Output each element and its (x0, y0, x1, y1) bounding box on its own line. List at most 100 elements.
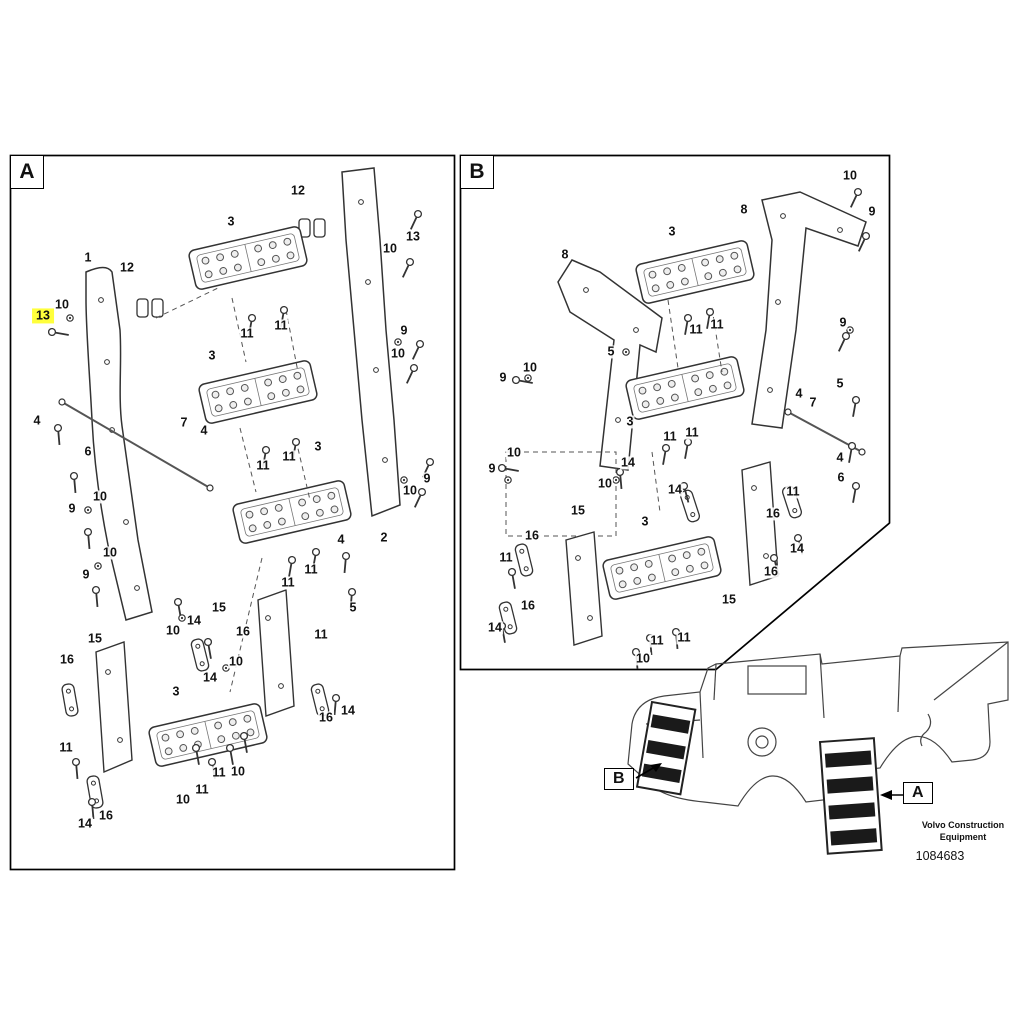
callout-a-11: 11 (273, 318, 289, 333)
machine-label-a: A (903, 782, 933, 804)
callout-a-7: 7 (179, 415, 189, 430)
brand-text: Volvo Construction Equipment (913, 820, 1013, 843)
panel-a-drawing (9, 154, 456, 871)
callout-b-8: 8 (560, 247, 570, 262)
callout-b-11: 11 (649, 633, 665, 648)
callout-b-3: 3 (667, 224, 677, 239)
callout-b-15: 15 (721, 592, 737, 607)
callout-a-14: 14 (340, 703, 356, 718)
callout-a-14: 14 (186, 613, 202, 628)
callout-b-6: 6 (836, 470, 846, 485)
callout-b-14: 14 (620, 455, 636, 470)
callout-b-15: 15 (570, 503, 586, 518)
callout-a-14: 14 (77, 816, 93, 831)
callout-a-10: 10 (165, 623, 181, 638)
callout-a-10: 10 (228, 654, 244, 669)
panel-b-drawing (459, 154, 891, 671)
callout-a-15: 15 (87, 631, 103, 646)
callout-a-10: 10 (382, 241, 398, 256)
callout-b-9: 9 (487, 461, 497, 476)
callout-a-11: 11 (194, 782, 210, 797)
callout-a-3: 3 (207, 348, 217, 363)
brand-line-2: Equipment (939, 831, 987, 842)
callout-b-11: 11 (709, 317, 725, 332)
callout-a-11: 11 (255, 458, 271, 473)
panel-a-corner-label: A (10, 155, 44, 189)
machine-ladder-a (818, 737, 883, 855)
callout-a-3: 3 (226, 214, 236, 229)
callout-b-5: 5 (835, 376, 845, 391)
callout-a-9: 9 (81, 567, 91, 582)
callout-a-11: 11 (58, 740, 74, 755)
callout-a-14: 14 (202, 670, 218, 685)
callout-b-16: 16 (765, 506, 781, 521)
callout-a-11: 11 (303, 562, 319, 577)
callout-a-10: 10 (54, 297, 70, 312)
callout-b-8: 8 (739, 202, 749, 217)
callout-a-12: 12 (290, 183, 306, 198)
machine-label-b: B (604, 768, 634, 790)
callout-b-4: 4 (794, 386, 804, 401)
callout-a-10: 10 (92, 489, 108, 504)
callout-a-10: 10 (230, 764, 246, 779)
callout-a-11: 11 (211, 765, 227, 780)
machine-label-b-text: B (613, 770, 625, 787)
callout-a-13: 13 (405, 229, 421, 244)
callout-a-9: 9 (399, 323, 409, 338)
callout-b-7: 7 (808, 395, 818, 410)
callout-b-10: 10 (842, 168, 858, 183)
callout-a-4: 4 (336, 532, 346, 547)
callout-b-10: 10 (635, 651, 651, 666)
callout-b-14: 14 (487, 620, 503, 635)
callout-a-3: 3 (313, 439, 323, 454)
callout-a-2: 2 (379, 530, 389, 545)
callout-a-6: 6 (83, 444, 93, 459)
machine-drawing (627, 641, 1009, 855)
callout-a-4: 4 (32, 413, 42, 428)
callout-a-4: 4 (199, 423, 209, 438)
callout-b-10: 10 (522, 360, 538, 375)
callout-a-9: 9 (422, 471, 432, 486)
callout-b-11: 11 (785, 484, 801, 499)
callout-a-1: 1 (83, 250, 93, 265)
callout-a-11: 11 (280, 575, 296, 590)
callout-a-16: 16 (318, 710, 334, 725)
callout-b-10: 10 (597, 476, 613, 491)
callout-a-15: 15 (211, 600, 227, 615)
callout-b-9: 9 (838, 315, 848, 330)
brand-line-1: Volvo Construction (921, 820, 1005, 830)
callout-b-4: 4 (835, 450, 845, 465)
callout-b-9: 9 (867, 204, 877, 219)
callout-a-11: 11 (239, 326, 255, 341)
callout-a-16: 16 (59, 652, 75, 667)
callout-b-3: 3 (625, 414, 635, 429)
callout-b-11: 11 (688, 322, 704, 337)
callout-a-13: 13 (32, 308, 54, 324)
panel-b-letter: B (469, 160, 485, 183)
callout-a-10: 10 (102, 545, 118, 560)
callout-a-10: 10 (402, 483, 418, 498)
callout-b-16: 16 (763, 564, 779, 579)
machine-label-a-text: A (912, 784, 924, 801)
callout-a-11: 11 (281, 449, 297, 464)
callout-b-5: 5 (606, 344, 616, 359)
machine-ladder-b (635, 700, 697, 796)
callout-b-3: 3 (640, 514, 650, 529)
part-number: 1084683 (915, 849, 965, 863)
callout-a-9: 9 (67, 501, 77, 516)
callout-b-16: 16 (524, 528, 540, 543)
callout-a-16: 16 (98, 808, 114, 823)
callout-b-11: 11 (662, 429, 678, 444)
callout-a-5: 5 (348, 600, 358, 615)
callout-a-11: 11 (313, 627, 329, 642)
callout-b-11: 11 (498, 550, 514, 565)
callout-b-9: 9 (498, 370, 508, 385)
callout-a-3: 3 (171, 684, 181, 699)
callout-a-12: 12 (119, 260, 135, 275)
callout-b-11: 11 (684, 425, 700, 440)
callout-a-10: 10 (390, 346, 406, 361)
panel-b-corner-label: B (460, 155, 494, 189)
